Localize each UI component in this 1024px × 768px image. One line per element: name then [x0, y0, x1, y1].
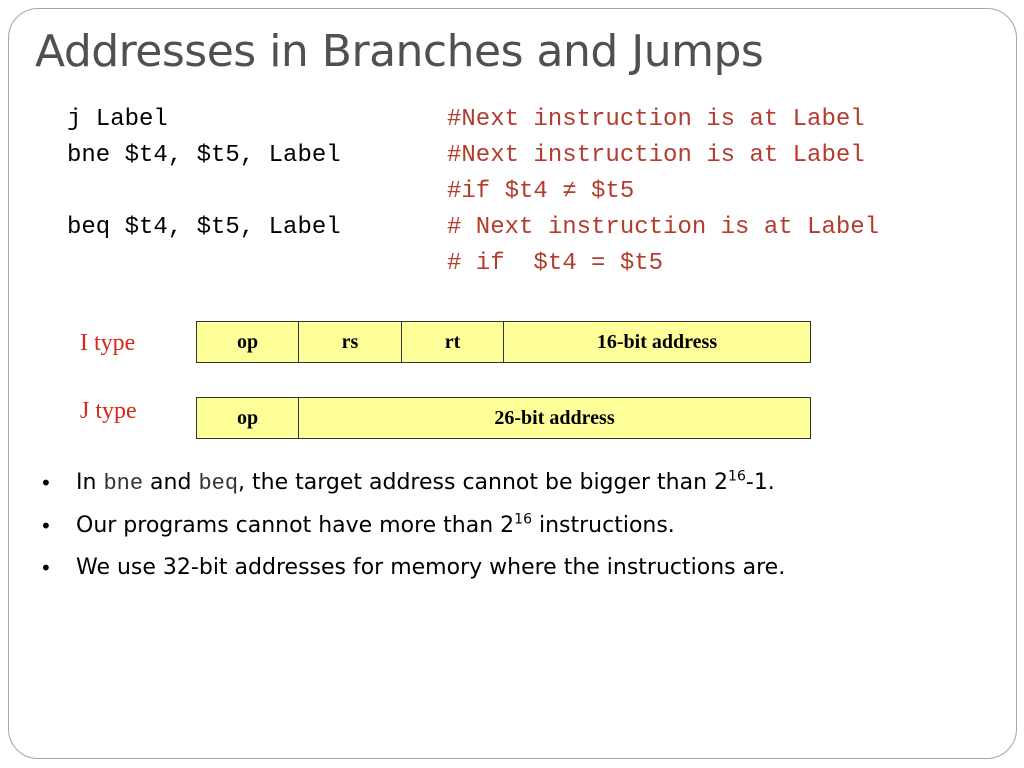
exponent: 16	[728, 468, 746, 485]
j-type-format: op 26-bit address	[196, 397, 811, 439]
code-bne: bne	[103, 471, 144, 496]
slide-frame	[8, 8, 1017, 759]
bullet-text: Our programs cannot have more than 2	[76, 513, 515, 538]
code-instruction: beq $t4, $t5, Label	[67, 214, 341, 241]
field-op: op	[197, 398, 299, 438]
bullet-marker: •	[40, 471, 52, 495]
bullet-item: • We use 32-bit addresses for memory whe…	[40, 547, 1000, 589]
bullet-text: In	[76, 470, 104, 495]
bullet-marker: •	[40, 514, 52, 538]
code-instruction: j Label	[67, 106, 168, 133]
field-rt: rt	[402, 322, 504, 362]
bullet-text: and	[143, 470, 199, 495]
bullet-text: We use 32-bit addresses for memory where…	[76, 555, 786, 580]
bullet-text: -1.	[745, 470, 775, 495]
slide-title: Addresses in Branches and Jumps	[35, 26, 764, 77]
code-instruction: bne $t4, $t5, Label	[67, 142, 341, 169]
bullet-text: instructions.	[531, 513, 675, 538]
field-16-bit-address: 16-bit address	[504, 322, 810, 362]
code-comment: # Next instruction is at Label	[447, 214, 880, 241]
bullet-item: • In bne and beq, the target address can…	[40, 462, 1000, 505]
bullet-text: , the target address cannot be bigger th…	[238, 470, 729, 495]
field-rs: rs	[299, 322, 402, 362]
exponent: 16	[514, 511, 532, 528]
bullet-list: • In bne and beq, the target address can…	[40, 462, 1000, 589]
code-comment: #Next instruction is at Label	[447, 106, 865, 133]
field-26-bit-address: 26-bit address	[299, 398, 810, 438]
i-type-label: I type	[80, 330, 136, 356]
i-type-format: op rs rt 16-bit address	[196, 321, 811, 363]
code-beq: beq	[198, 471, 239, 496]
field-op: op	[197, 322, 299, 362]
code-comment: # if $t4 = $t5	[447, 250, 664, 277]
bullet-item: • Our programs cannot have more than 216…	[40, 505, 1000, 547]
code-comment: #Next instruction is at Label	[447, 142, 865, 169]
code-comment: #if $t4 ≠ $t5	[447, 178, 635, 205]
bullet-marker: •	[40, 556, 52, 580]
j-type-label: J type	[80, 398, 137, 424]
